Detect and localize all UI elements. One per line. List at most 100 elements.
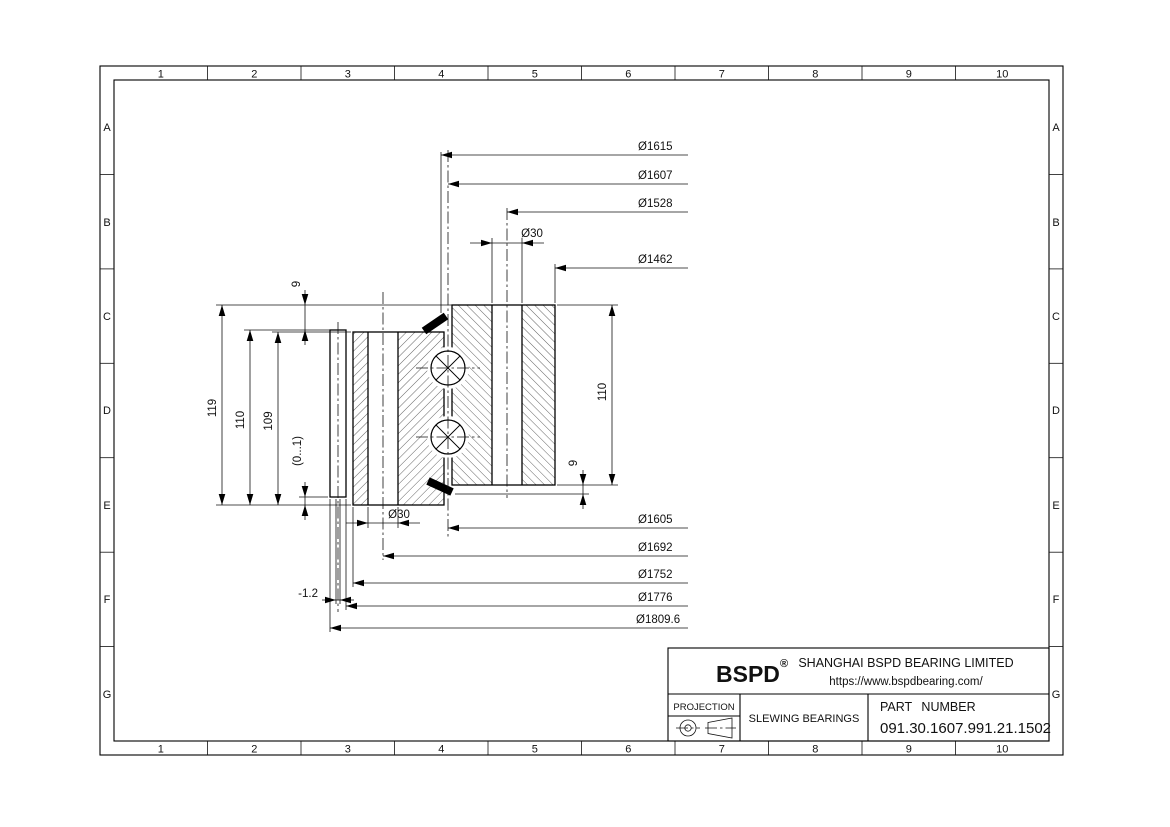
col-label: 6 xyxy=(625,69,631,81)
grid-column-labels-bottom: 1 2 3 4 5 6 7 8 9 10 xyxy=(158,744,1009,756)
dim-label-1809-6: Ø1809.6 xyxy=(636,614,680,626)
col-label: 3 xyxy=(345,69,351,81)
drawing-frame: 1 2 3 4 5 6 7 8 9 10 1 2 3 4 5 6 7 8 9 1… xyxy=(99,65,1064,756)
part-number-value: 091.30.1607.991.21.1502 xyxy=(880,720,1051,737)
part-number-label: PART NUMBER xyxy=(880,700,976,714)
dim-1605: Ø1605 xyxy=(448,514,688,532)
col-label: 7 xyxy=(719,744,725,756)
grid-row-labels-right: A B C D E F G xyxy=(1052,122,1061,701)
outer-ring-outline xyxy=(451,304,556,486)
dim-label-gap: (0...1) xyxy=(292,436,304,466)
dim-label-face-offset: -1.2 xyxy=(298,588,318,600)
col-label: 1 xyxy=(158,744,164,756)
dim-label-109: 109 xyxy=(263,411,275,430)
row-label: B xyxy=(1052,217,1059,229)
row-label: A xyxy=(103,122,111,134)
dim-109: 109 xyxy=(263,332,282,505)
col-label: 4 xyxy=(438,69,444,81)
outer-ring-hatch-left xyxy=(452,305,492,485)
dim-1809-6: Ø1809.6 xyxy=(330,614,688,632)
projection-symbol-icon xyxy=(676,717,736,739)
product-type: SLEWING BEARINGS xyxy=(749,713,860,725)
brand-logo: BSPD xyxy=(716,661,780,687)
dim-label-30-bottom: Ø30 xyxy=(388,509,410,521)
title-block: BSPD ® SHANGHAI BSPD BEARING LIMITED htt… xyxy=(667,647,1051,742)
row-label: A xyxy=(1052,122,1060,134)
dim-label-1605: Ø1605 xyxy=(638,514,673,526)
dim-label-110-left: 110 xyxy=(235,411,247,429)
col-label: 1 xyxy=(158,69,164,81)
dim-label-9-left: 9 xyxy=(291,281,303,287)
dim-30-top: Ø30 xyxy=(470,228,544,247)
row-label: F xyxy=(104,594,111,606)
dim-gap: (0...1) xyxy=(292,436,309,520)
dim-1528: Ø1528 xyxy=(507,198,688,216)
bearing-section-view xyxy=(329,150,556,612)
dim-label-1776: Ø1776 xyxy=(638,592,673,604)
col-label: 10 xyxy=(996,69,1008,81)
col-label: 9 xyxy=(906,69,912,81)
row-label: C xyxy=(103,311,111,323)
row-label: G xyxy=(103,689,112,701)
dim-1776: Ø1776 xyxy=(346,592,688,610)
row-label: C xyxy=(1052,311,1060,323)
col-label: 8 xyxy=(812,744,818,756)
row-label: D xyxy=(1052,405,1060,417)
dim-110-left: 110 xyxy=(235,330,254,505)
outer-ring-hatch-right xyxy=(522,305,555,485)
dim-30-bottom: Ø30 xyxy=(346,509,420,527)
dim-face-offset: -1.2 xyxy=(298,588,354,604)
row-label: F xyxy=(1053,594,1060,606)
dim-119: 119 xyxy=(207,305,226,505)
col-label: 2 xyxy=(251,69,257,81)
grid-ticks xyxy=(100,66,1063,755)
dim-1752: Ø1752 xyxy=(353,569,688,587)
col-label: 9 xyxy=(906,744,912,756)
col-label: 6 xyxy=(625,744,631,756)
dim-label-1607: Ø1607 xyxy=(638,170,673,182)
col-label: 4 xyxy=(438,744,444,756)
grid-row-labels-left: A B C D E F G xyxy=(103,122,112,701)
company-name: SHANGHAI BSPD BEARING LIMITED xyxy=(798,656,1013,670)
centerlines xyxy=(337,150,508,612)
inner-ring-hatch-left xyxy=(353,332,368,505)
col-label: 5 xyxy=(532,69,538,81)
extension-lines xyxy=(216,152,618,632)
outer-border xyxy=(99,65,1064,756)
dim-9-right: 9 xyxy=(568,460,587,509)
dimensions: Ø1615 Ø1607 Ø1528 Ø30 Ø1462 Ø1605 Ø1692 xyxy=(207,141,688,632)
dim-1462: Ø1462 xyxy=(555,254,688,272)
projection-label: PROJECTION xyxy=(673,702,734,713)
row-label: G xyxy=(1052,689,1061,701)
row-label: B xyxy=(103,217,110,229)
col-label: 5 xyxy=(532,744,538,756)
dim-label-1615: Ø1615 xyxy=(638,141,673,153)
col-label: 8 xyxy=(812,69,818,81)
dim-label-9-right: 9 xyxy=(568,460,580,466)
dim-9-left: 9 xyxy=(291,281,309,345)
row-label: E xyxy=(103,500,110,512)
row-label: D xyxy=(103,405,111,417)
col-label: 2 xyxy=(251,744,257,756)
col-label: 7 xyxy=(719,69,725,81)
dim-1607: Ø1607 xyxy=(448,170,688,188)
col-label: 10 xyxy=(996,744,1008,756)
dim-label-1692: Ø1692 xyxy=(638,542,673,554)
dim-label-110-right: 110 xyxy=(597,383,609,401)
dim-label-1462: Ø1462 xyxy=(638,254,673,266)
dim-label-30-top: Ø30 xyxy=(521,228,543,240)
dim-label-119: 119 xyxy=(207,399,219,417)
dim-110-right: 110 xyxy=(597,305,616,485)
dim-1615: Ø1615 xyxy=(441,141,688,159)
company-website: https://www.bspdbearing.com/ xyxy=(829,676,983,688)
seal-bottom xyxy=(426,477,454,496)
inner-border xyxy=(113,79,1050,742)
grid-column-labels-top: 1 2 3 4 5 6 7 8 9 10 xyxy=(158,69,1009,81)
registered-mark: ® xyxy=(780,658,788,670)
dim-label-1752: Ø1752 xyxy=(638,569,673,581)
row-label: E xyxy=(1052,500,1059,512)
dim-label-1528: Ø1528 xyxy=(638,198,673,210)
seal-top xyxy=(421,312,449,335)
